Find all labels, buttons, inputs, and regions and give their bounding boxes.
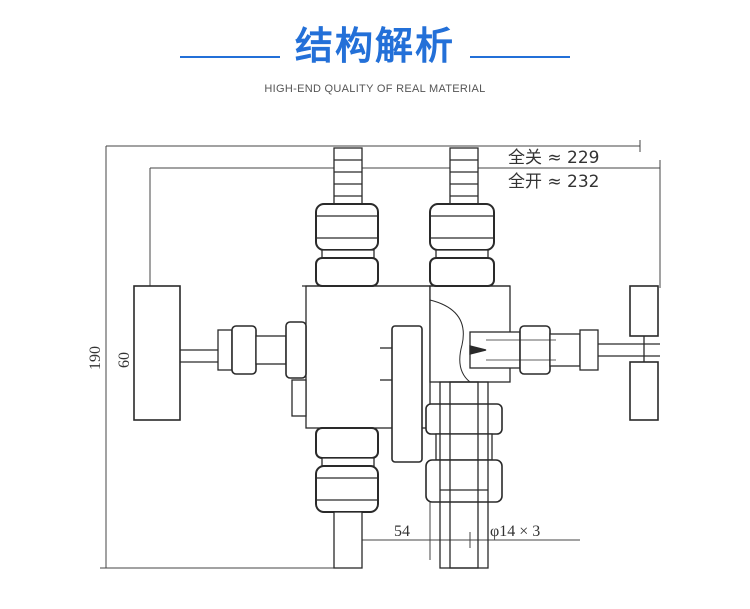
closed-position-label: 全关 ≈ 229 (508, 148, 600, 168)
center-handwheel (291, 325, 423, 463)
page-header: 结构解析 HIGH-END QUALITY OF REAL MATERIAL (0, 0, 750, 110)
top-right-valve (429, 147, 495, 287)
handwheel-height-label: 60 (116, 352, 133, 368)
page-subtitle: HIGH-END QUALITY OF REAL MATERIAL (264, 83, 486, 95)
left-handwheel (133, 285, 307, 421)
total-height-label: 190 (87, 346, 104, 370)
title-rule-left (180, 56, 280, 58)
top-left-valve (315, 147, 379, 287)
right-handwheel (469, 285, 660, 421)
open-position-label: 全开 ≈ 232 (508, 172, 600, 192)
title-rule-right (470, 56, 570, 58)
bottom-right-fitting (425, 381, 503, 569)
pipe-spec-label: φ14 × 3 (490, 523, 540, 540)
offset-width-label: 54 (394, 523, 410, 540)
page-title: 结构解析 (294, 24, 455, 68)
dimension-annotations: 全关 ≈ 229 全开 ≈ 232 190 60 54 φ14 × 3 (87, 148, 600, 540)
bottom-left-fitting (315, 427, 379, 569)
